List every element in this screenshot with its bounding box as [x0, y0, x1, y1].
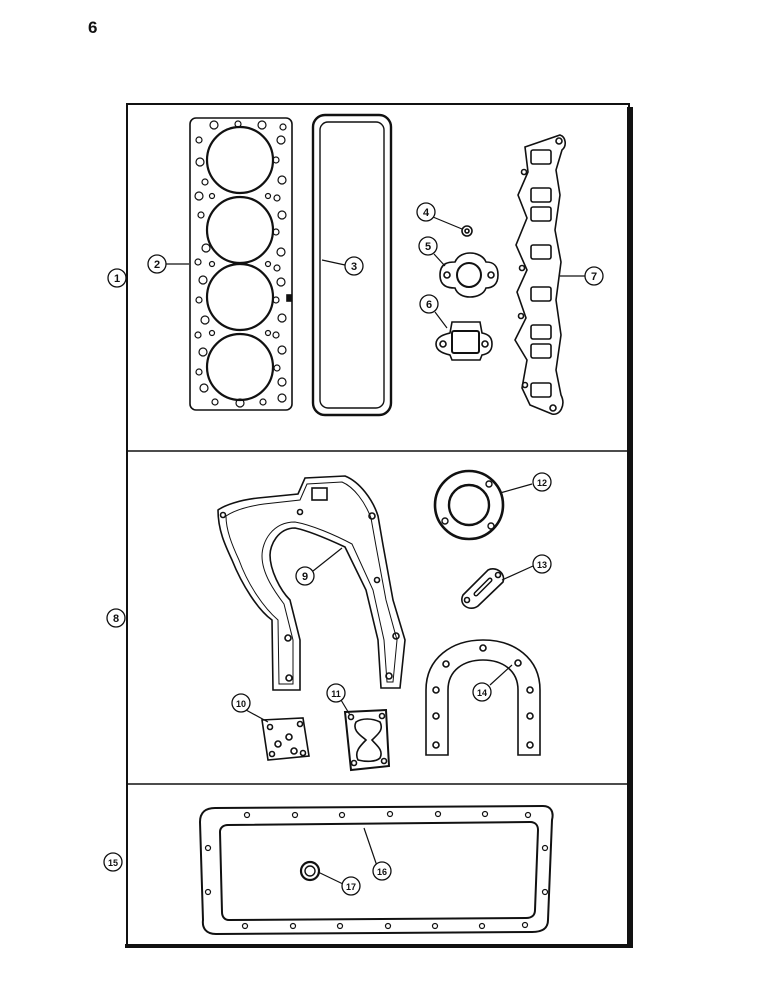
- callout-7: 7: [584, 266, 604, 286]
- callout-14: 14: [472, 682, 492, 702]
- callout-3: 3: [344, 256, 364, 276]
- callout-5: 5: [418, 236, 438, 256]
- callout-10: 10: [231, 693, 251, 713]
- callout-12-label: 12: [537, 478, 547, 488]
- callout-12: 12: [532, 472, 552, 492]
- callout-8: 8: [106, 608, 126, 628]
- oval-flange-gasket: [461, 568, 505, 610]
- rocker-cover-gasket: [311, 113, 393, 417]
- o-ring-gasket: [461, 225, 473, 237]
- callout-15: 15: [103, 852, 123, 872]
- callout-13-label: 13: [537, 560, 547, 570]
- callout-15-label: 15: [108, 858, 118, 868]
- rear-seal-retainer-gasket: [425, 639, 541, 756]
- callout-9-label: 9: [302, 571, 308, 583]
- callout-9: 9: [295, 566, 315, 586]
- round-flange-gasket: [439, 252, 499, 298]
- callout-1: 1: [107, 268, 127, 288]
- callout-5-label: 5: [425, 241, 431, 253]
- small-plate-gasket: [261, 717, 310, 761]
- hourglass-gasket: [343, 708, 391, 772]
- manifold-gasket: [514, 134, 566, 415]
- rectangular-flange-gasket: [435, 321, 493, 361]
- callout-13: 13: [532, 554, 552, 574]
- callout-3-label: 3: [351, 261, 357, 273]
- cylinder-head-gasket: [189, 117, 293, 411]
- callout-8-label: 8: [113, 613, 119, 625]
- callout-11-label: 11: [331, 689, 341, 699]
- callout-2-label: 2: [154, 259, 160, 271]
- callout-1-label: 1: [114, 273, 120, 285]
- callout-17: 17: [341, 876, 361, 896]
- callout-16: 16: [372, 861, 392, 881]
- leader-lines: [165, 216, 585, 885]
- drain-plug-washer: [299, 860, 321, 882]
- callout-10-label: 10: [236, 699, 246, 709]
- callout-4: 4: [416, 202, 436, 222]
- callout-16-label: 16: [377, 867, 387, 877]
- callout-7-label: 7: [591, 271, 597, 283]
- timing-cover-plate-gasket: [217, 475, 406, 691]
- callout-14-label: 14: [477, 688, 487, 698]
- callout-11: 11: [326, 683, 346, 703]
- page-number: 6: [88, 18, 98, 37]
- frame: [125, 103, 633, 948]
- callout-4-label: 4: [423, 207, 430, 219]
- ring-gasket: [433, 469, 505, 541]
- oil-pan-gasket: [198, 804, 554, 936]
- callout-2: 2: [147, 254, 167, 274]
- callout-6-label: 6: [426, 299, 432, 311]
- callout-17-label: 17: [346, 882, 356, 892]
- callout-6: 6: [419, 294, 439, 314]
